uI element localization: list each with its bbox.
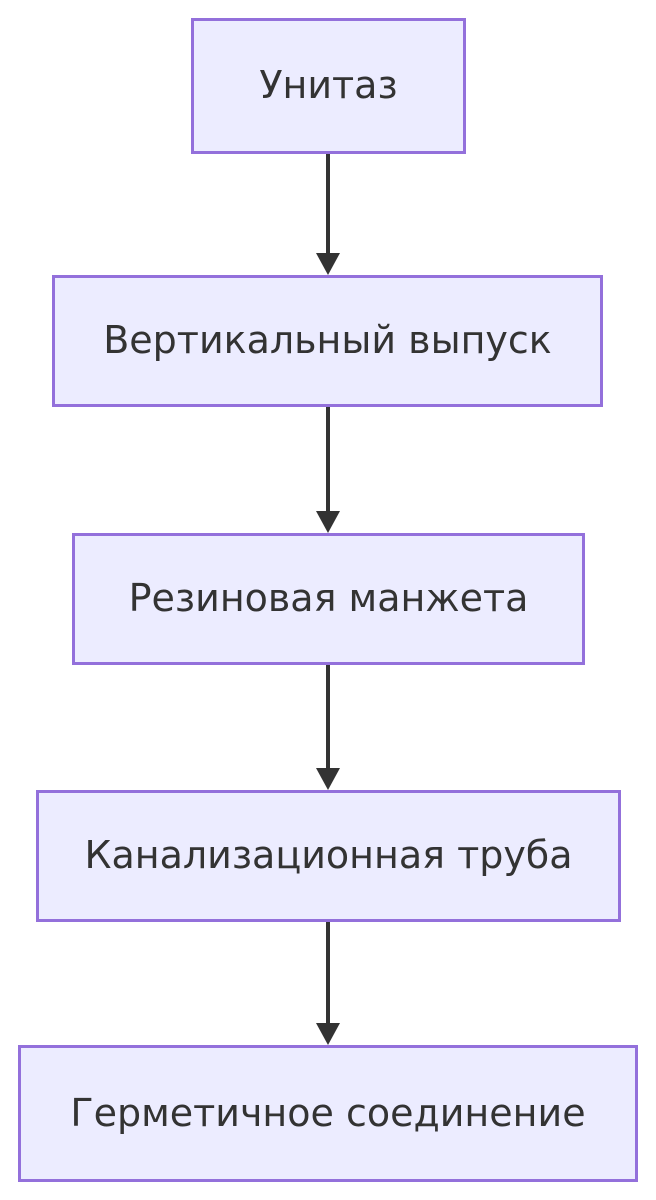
arrowhead-down-icon xyxy=(316,511,340,533)
node-label: Вертикальный выпуск xyxy=(103,318,552,363)
arrow-line xyxy=(326,407,330,511)
flow-arrow-2 xyxy=(316,407,340,533)
flowchart-node-hermetic-joint: Герметичное соединение xyxy=(18,1045,638,1182)
flowchart-node-rubber-cuff: Резиновая манжета xyxy=(72,533,585,665)
arrow-line xyxy=(326,922,330,1023)
flow-arrow-3 xyxy=(316,665,340,790)
flowchart-node-vertical-outlet: Вертикальный выпуск xyxy=(52,275,603,407)
flow-arrow-4 xyxy=(316,922,340,1045)
arrow-line xyxy=(326,665,330,768)
arrowhead-down-icon xyxy=(316,768,340,790)
arrowhead-down-icon xyxy=(316,1023,340,1045)
arrow-line xyxy=(326,154,330,253)
node-label: Канализационная труба xyxy=(84,833,573,878)
node-label: Резиновая манжета xyxy=(128,576,529,621)
node-label: Унитаз xyxy=(259,63,398,108)
node-label: Герметичное соединение xyxy=(70,1090,586,1135)
flow-arrow-1 xyxy=(316,154,340,275)
flowchart-node-toilet: Унитаз xyxy=(191,18,466,154)
flowchart-node-sewer-pipe: Канализационная труба xyxy=(36,790,621,922)
arrowhead-down-icon xyxy=(316,253,340,275)
